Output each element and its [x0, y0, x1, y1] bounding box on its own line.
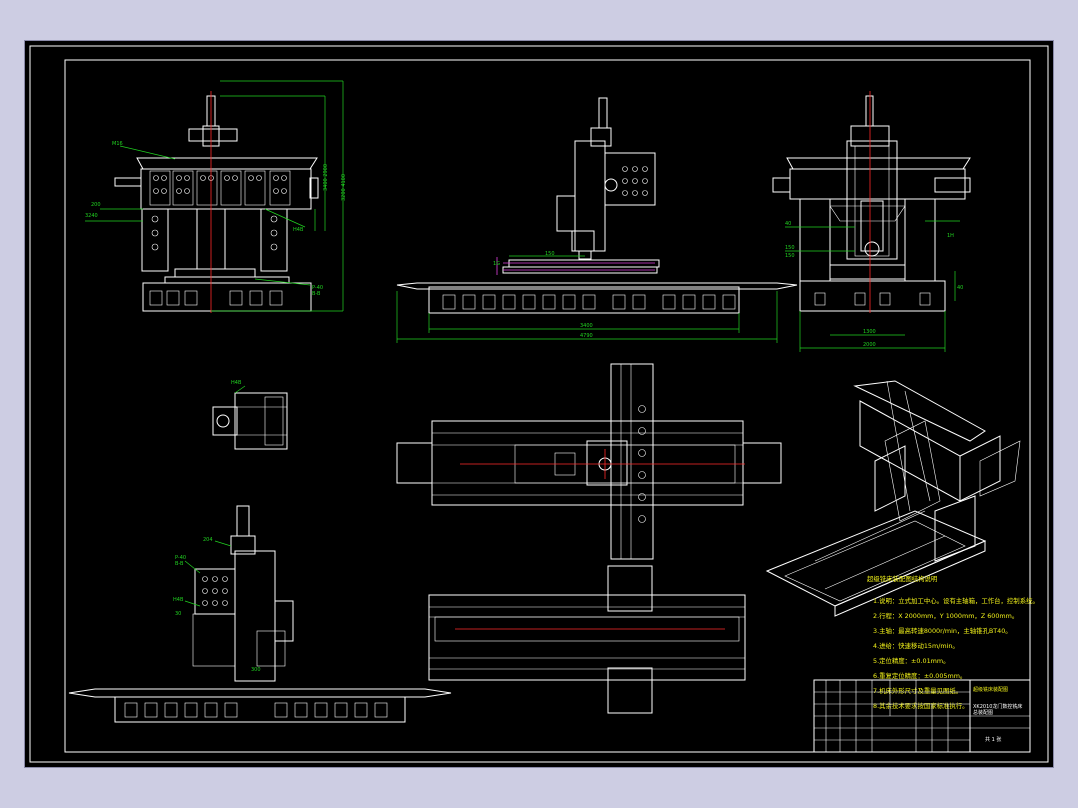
svg-text:1G: 1G	[493, 261, 500, 267]
outer-frame	[29, 45, 1049, 763]
drawing-subtitle-2: 总装配图	[973, 709, 993, 716]
end-view: 40 150 150 1H 40 1300 2000	[772, 91, 971, 352]
svg-text:40: 40	[957, 285, 963, 291]
svg-text:150: 150	[785, 253, 795, 259]
note-line: 4.进给：快速移动15m/min。	[873, 641, 959, 650]
title-block: 超级铣床装配图 XK2010龙门数控铣床 总装配图 共 1 张	[813, 679, 1031, 753]
note-line: 1.说明：立式加工中心。设有主轴箱，工作台，控制系统。	[873, 596, 1039, 605]
drawing-sheet: M16 3240 200 H4B P-40 B-B 3400 2900 3200…	[25, 41, 1053, 767]
svg-text:3200 4100: 3200 4100	[341, 174, 347, 201]
note-line: 8.其余技术要求按国家标准执行。	[873, 701, 969, 710]
svg-text:B-B: B-B	[312, 291, 321, 297]
svg-text:40: 40	[785, 221, 791, 227]
detail-view: H4B	[212, 380, 288, 450]
front-view: M16 3240 200 H4B P-40 B-B 3400 2900 3200…	[85, 80, 347, 313]
svg-text:P-40: P-40	[312, 285, 323, 291]
cad-drawing: M16 3240 200 H4B P-40 B-B 3400 2900 3200…	[29, 45, 1049, 763]
bed-view	[428, 565, 746, 714]
svg-text:200: 200	[91, 202, 101, 208]
svg-text:3400: 3400	[580, 323, 593, 329]
svg-text:30: 30	[175, 611, 181, 617]
svg-text:P-40: P-40	[175, 555, 186, 561]
technical-notes: 超级铣床装配图结构说明 1.说明：立式加工中心。设有主轴箱，工作台，控制系统。 …	[867, 574, 1039, 710]
drawing-subtitle: XK2010龙门数控铣床	[973, 703, 1022, 710]
isometric-view	[765, 380, 1021, 617]
svg-text:H4B: H4B	[231, 380, 242, 386]
section-view: P-40 B-B H4B 30 204 300	[68, 505, 452, 723]
svg-text:3400 2900: 3400 2900	[323, 164, 329, 191]
side-view: 150 1G 3400 4790	[396, 97, 798, 343]
plan-view	[396, 363, 782, 560]
sheet-label: 共 1 张	[985, 736, 1001, 743]
svg-text:M16: M16	[112, 141, 123, 147]
svg-text:3240: 3240	[85, 213, 98, 219]
inner-frame	[64, 59, 1031, 753]
note-line: 5.定位精度：±0.01mm。	[873, 656, 949, 665]
svg-text:H4B: H4B	[173, 597, 184, 603]
note-line: 2.行程：X 2000mm，Y 1000mm，Z 600mm。	[873, 611, 1018, 620]
notes-title: 超级铣床装配图结构说明	[867, 574, 937, 583]
svg-text:2000: 2000	[863, 342, 876, 348]
svg-text:1300: 1300	[863, 329, 876, 335]
svg-text:4790: 4790	[580, 333, 593, 339]
drawing-title: 超级铣床装配图	[973, 686, 1008, 693]
svg-text:204: 204	[203, 537, 213, 543]
svg-text:1H: 1H	[947, 233, 954, 239]
svg-text:150: 150	[785, 245, 795, 251]
svg-text:300: 300	[251, 667, 261, 673]
svg-text:150: 150	[545, 251, 555, 257]
svg-text:B-B: B-B	[175, 561, 184, 567]
note-line: 6.重复定位精度：±0.005mm。	[873, 671, 966, 680]
svg-text:H4B: H4B	[293, 227, 304, 233]
note-line: 3.主轴：最高转速8000r/min，主轴锥孔BT40。	[873, 626, 1012, 635]
note-line: 7.机床外形尺寸及重量见图纸。	[873, 686, 962, 695]
